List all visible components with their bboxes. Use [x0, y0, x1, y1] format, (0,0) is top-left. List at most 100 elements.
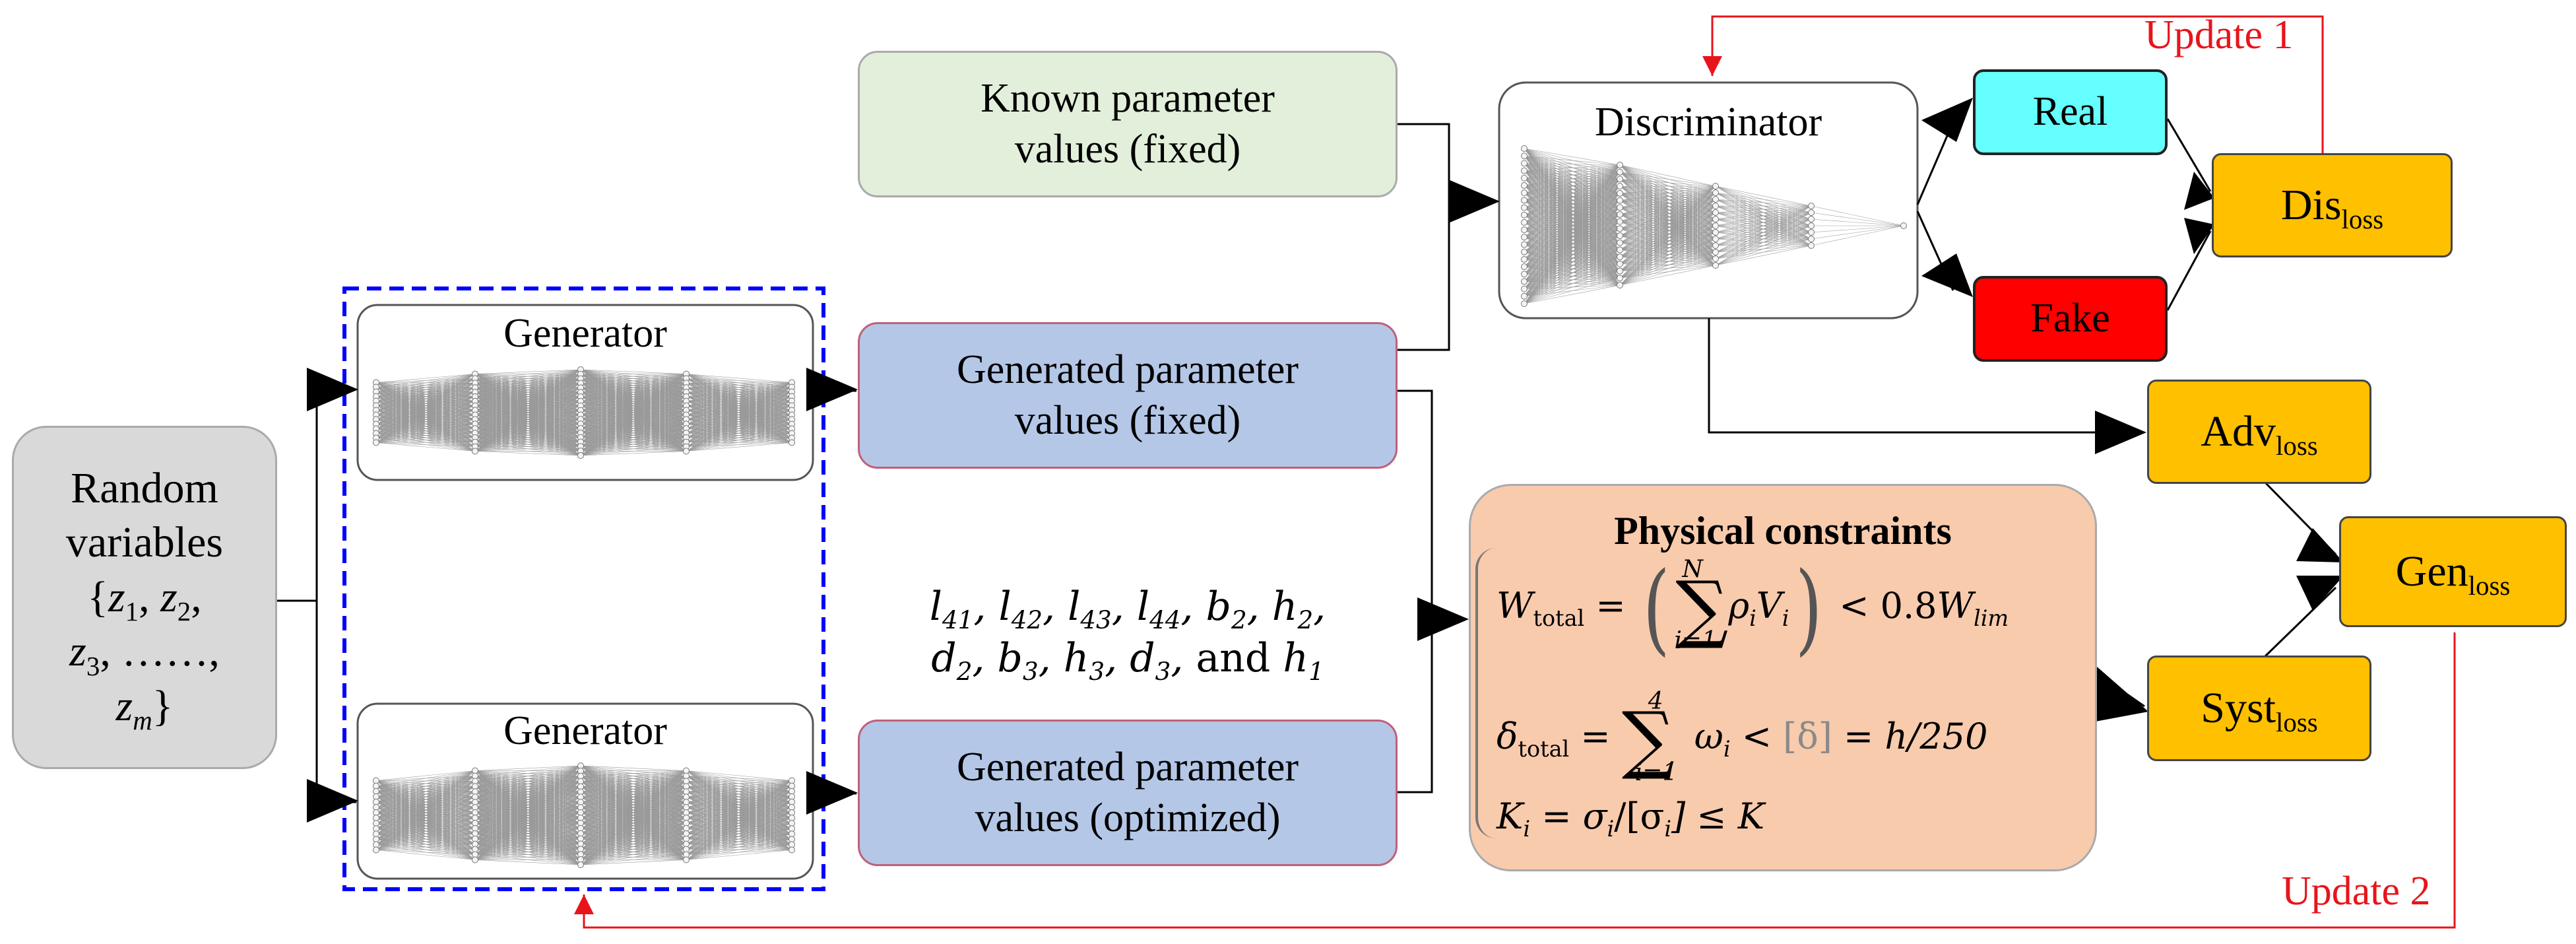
network-edge [580, 770, 687, 787]
variables-line-1: l41, l42, l43, l44, b2, h2, [929, 584, 1326, 635]
network-edge [580, 860, 687, 865]
network-edge [474, 369, 581, 374]
network-edge [375, 374, 476, 411]
network-edge [1619, 200, 1716, 266]
network-node [789, 439, 795, 446]
network-edge [1619, 219, 1716, 229]
network-edge [1619, 207, 1716, 213]
network-edge [580, 796, 687, 865]
network-node [1521, 160, 1528, 167]
network-edge [1715, 205, 1812, 266]
connector-random-split-down [315, 601, 356, 803]
network-edge [474, 369, 581, 397]
network-node [1617, 162, 1623, 168]
network-edge [474, 369, 581, 424]
network-node [1712, 255, 1719, 262]
network-edge [375, 844, 476, 850]
network-edge [474, 765, 581, 829]
network-edge [1619, 185, 1716, 193]
generator-top-title: Generator [503, 311, 667, 356]
network-edge [686, 780, 792, 850]
network-edge [686, 796, 792, 860]
network-edge [686, 780, 792, 808]
generator-bottom-title: Generator [503, 708, 667, 753]
network-edge [580, 823, 687, 865]
network-edge [580, 437, 687, 456]
network-edge [1619, 172, 1716, 187]
network-edge [686, 382, 792, 406]
parameter-variables: l41, l42, l43, l44, b2, h2, d2, b3, h3, … [858, 581, 1398, 684]
network-edge [686, 382, 792, 438]
network-edge [1524, 179, 1621, 304]
arrowhead-gen-top [2296, 528, 2344, 562]
network-edge [1619, 212, 1716, 244]
network-edge [1619, 212, 1716, 222]
network-edge [1524, 164, 1621, 304]
network-edge [375, 823, 476, 850]
physical-constraints-node [1469, 484, 2097, 871]
network-node [1712, 242, 1719, 249]
network-edge [580, 770, 687, 808]
network-edge [1619, 199, 1716, 208]
network-edge [474, 415, 581, 452]
network-edge [1619, 193, 1716, 207]
network-edge [1619, 212, 1716, 229]
network-node [1712, 229, 1719, 236]
network-edge [375, 801, 476, 850]
network-edge [1524, 285, 1621, 304]
network-edge [1524, 164, 1621, 275]
network-edge [686, 382, 792, 402]
network-edge [1619, 179, 1716, 193]
network-edge [580, 807, 687, 865]
network-edge [1619, 252, 1716, 271]
network-edge [1619, 258, 1716, 286]
network-edge [375, 770, 476, 792]
network-edge [580, 374, 687, 429]
network-edge [580, 770, 687, 813]
network-edge [580, 405, 687, 456]
network-edge [474, 765, 581, 844]
network-edge [1619, 193, 1716, 253]
network-edge [686, 839, 792, 860]
connector-fake-dis [2166, 230, 2212, 311]
network-edge [580, 770, 687, 829]
network-edge [1619, 221, 1716, 226]
network-edge [1619, 228, 1716, 233]
network-edge [580, 387, 687, 456]
network-edge [686, 382, 792, 411]
network-edge [375, 437, 476, 443]
network-edge [375, 796, 476, 850]
network-edge [1524, 164, 1621, 208]
network-edge [1619, 232, 1716, 265]
network-edge [1524, 228, 1621, 304]
network-edge [474, 437, 581, 452]
network-node [1521, 234, 1528, 241]
network-edge [474, 369, 581, 411]
network-node [1617, 260, 1623, 267]
network-edge [1619, 245, 1716, 286]
network-node [1617, 189, 1623, 197]
network-edge [580, 770, 687, 850]
network-edge [1619, 200, 1716, 226]
network-edge [1619, 200, 1716, 240]
network-edge [375, 401, 476, 443]
network-edge [1619, 185, 1716, 279]
random-variables-node: Random variables {z1, z2, z3, ……, zm} [12, 426, 277, 769]
network-edge [1524, 164, 1621, 223]
network-edge [1619, 228, 1716, 253]
network-edge [1619, 263, 1716, 266]
network-edge [1619, 214, 1716, 266]
network-edge [580, 442, 687, 456]
network-edge [1619, 185, 1716, 250]
network-edge [580, 844, 687, 865]
network-edge [375, 405, 476, 443]
network-edge [580, 374, 687, 411]
network-edge [474, 801, 581, 860]
network-edge [686, 770, 792, 781]
network-edge [686, 823, 792, 860]
network-node [1617, 267, 1623, 275]
network-edge [1619, 232, 1716, 286]
network-edge [580, 374, 687, 397]
network-edge [1619, 214, 1716, 233]
